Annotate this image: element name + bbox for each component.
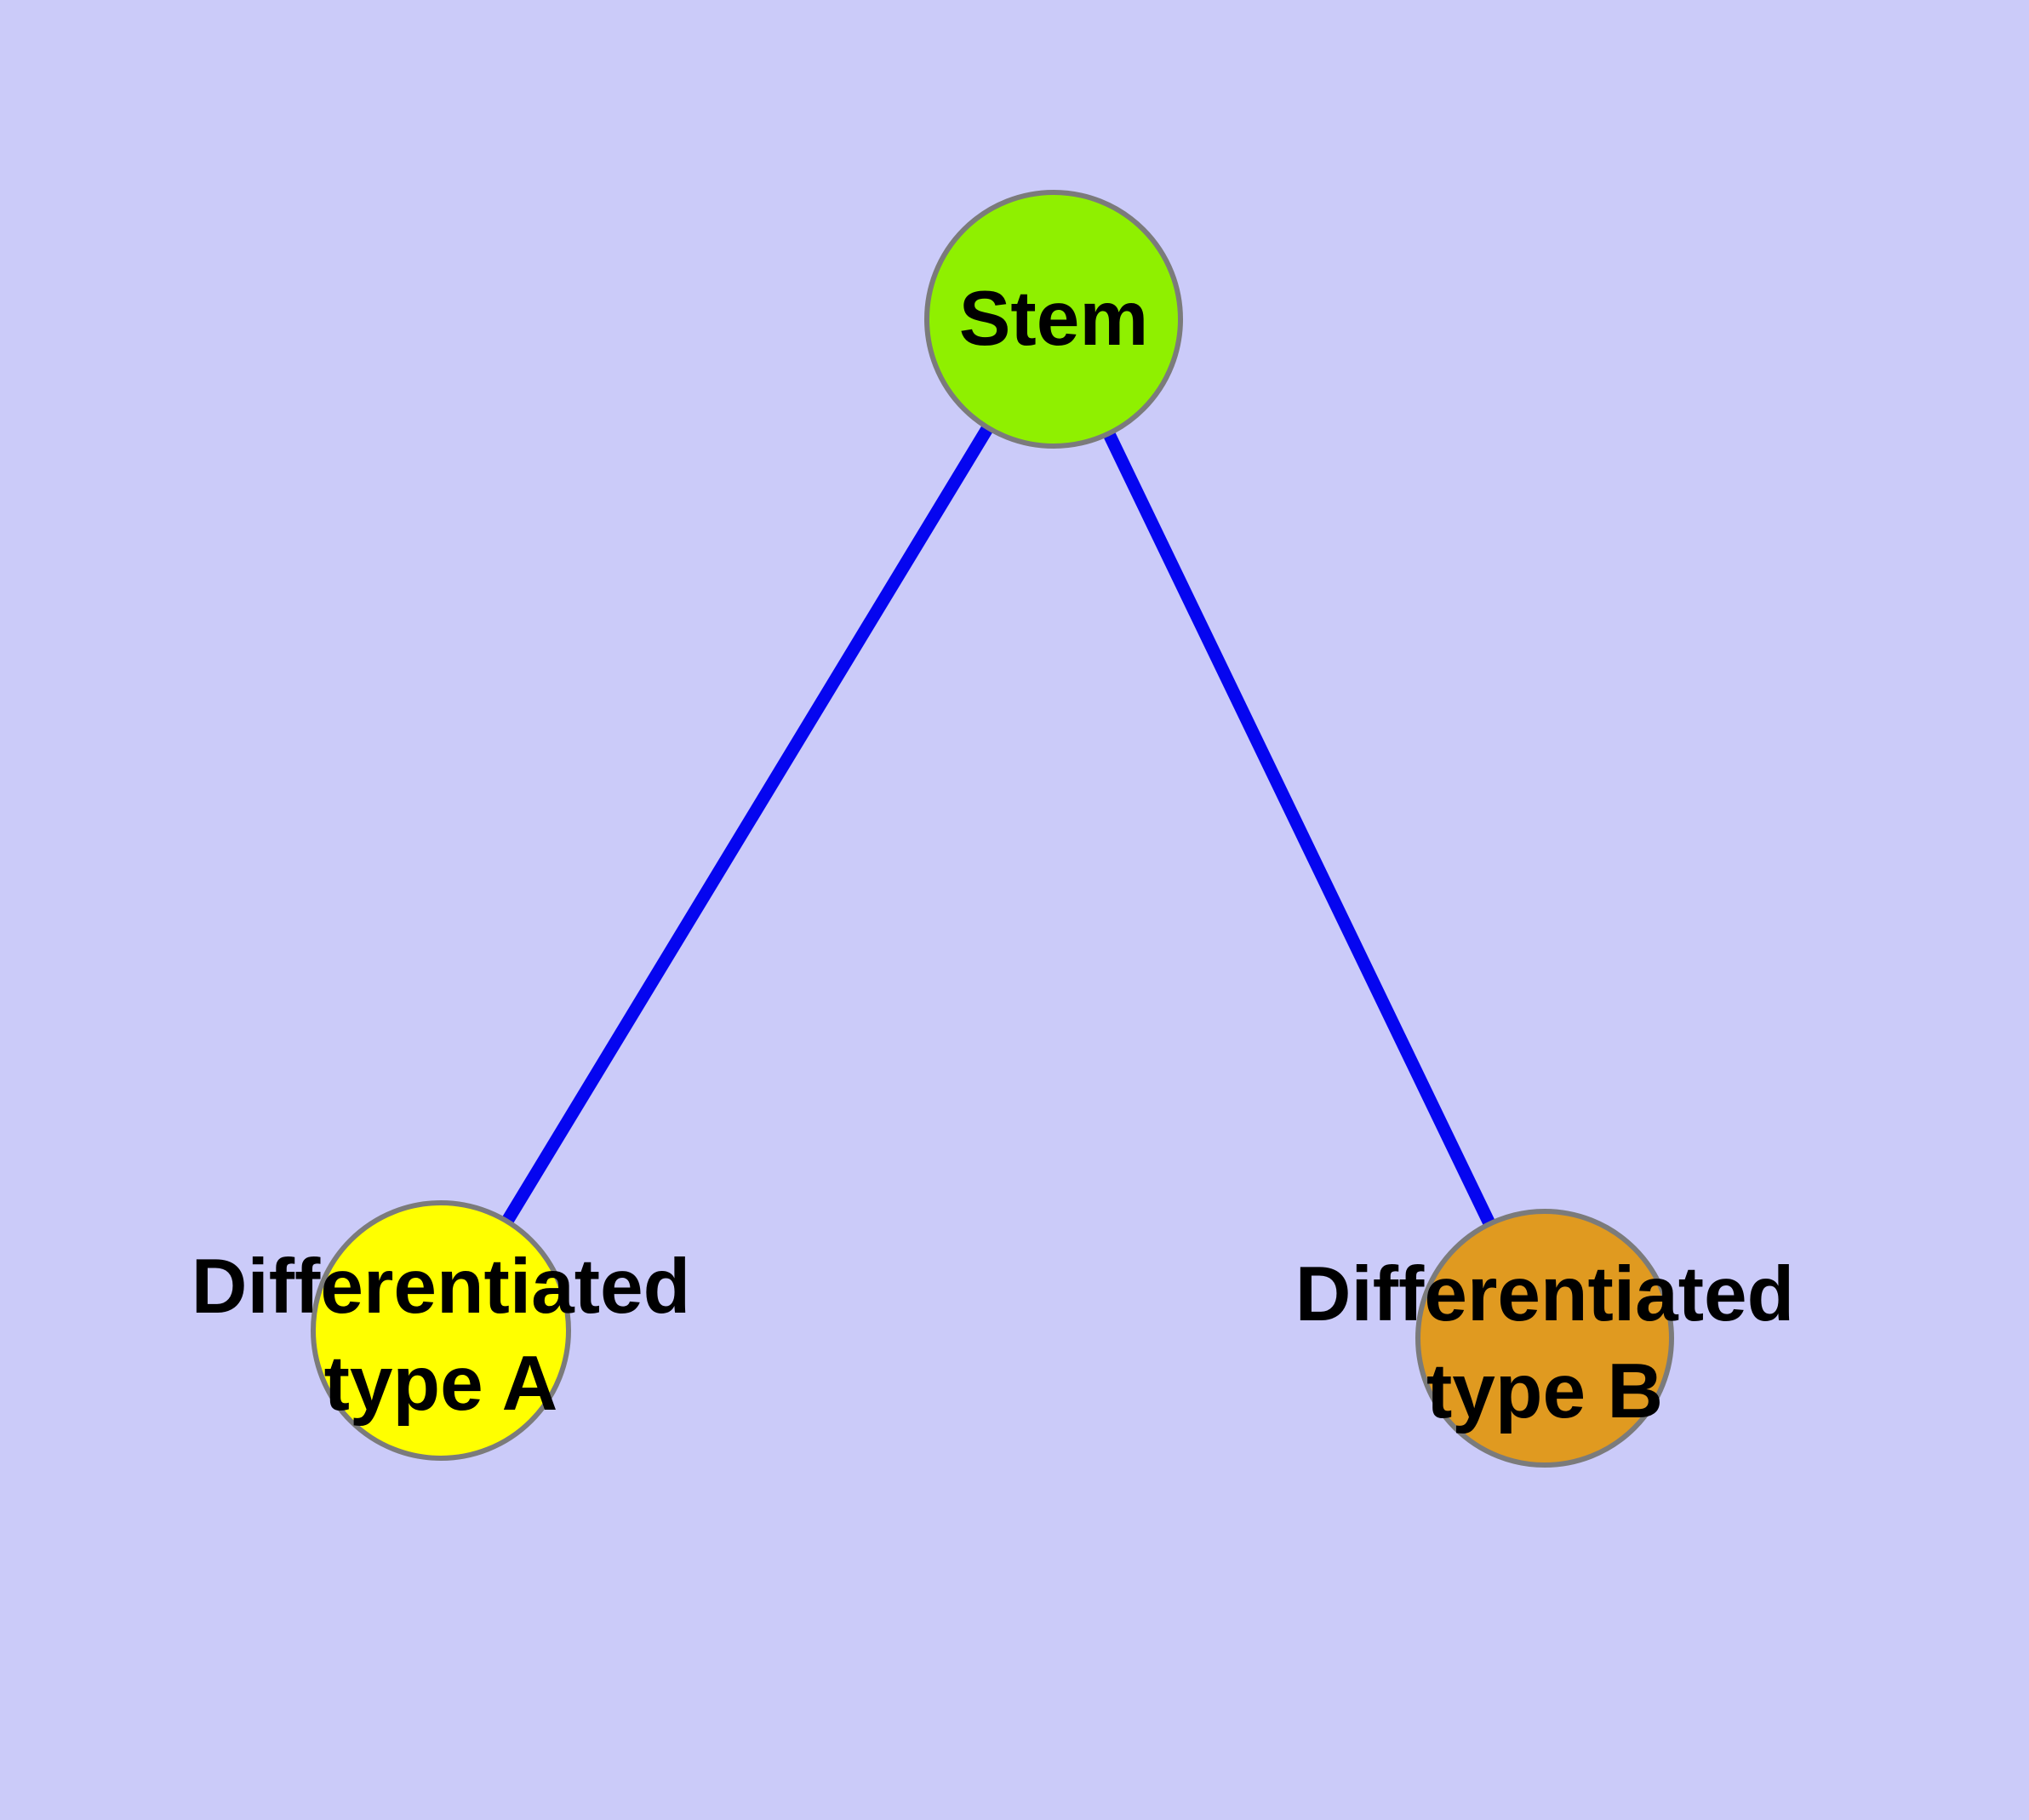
node-label-stem: Stem: [958, 276, 1149, 362]
node-label-differentiated-type-b-line2: type B: [1426, 1348, 1664, 1434]
edge-stem-to-type-a: [435, 316, 1060, 1334]
node-label-differentiated-type-b: Differentiated type B: [1295, 1246, 1795, 1440]
node-differentiated-type-b: [1415, 1209, 1674, 1468]
node-differentiated-type-a: [311, 1200, 571, 1461]
node-label-differentiated-type-a-line1: Differentiated: [191, 1244, 691, 1330]
node-label-differentiated-type-a-line2: type A: [323, 1341, 558, 1427]
node-label-differentiated-type-b-line1: Differentiated: [1295, 1251, 1795, 1337]
node-stem: [924, 190, 1183, 449]
edge-stem-to-type-b: [1048, 316, 1551, 1342]
node-label-differentiated-type-a: Differentiated type A: [191, 1239, 691, 1433]
